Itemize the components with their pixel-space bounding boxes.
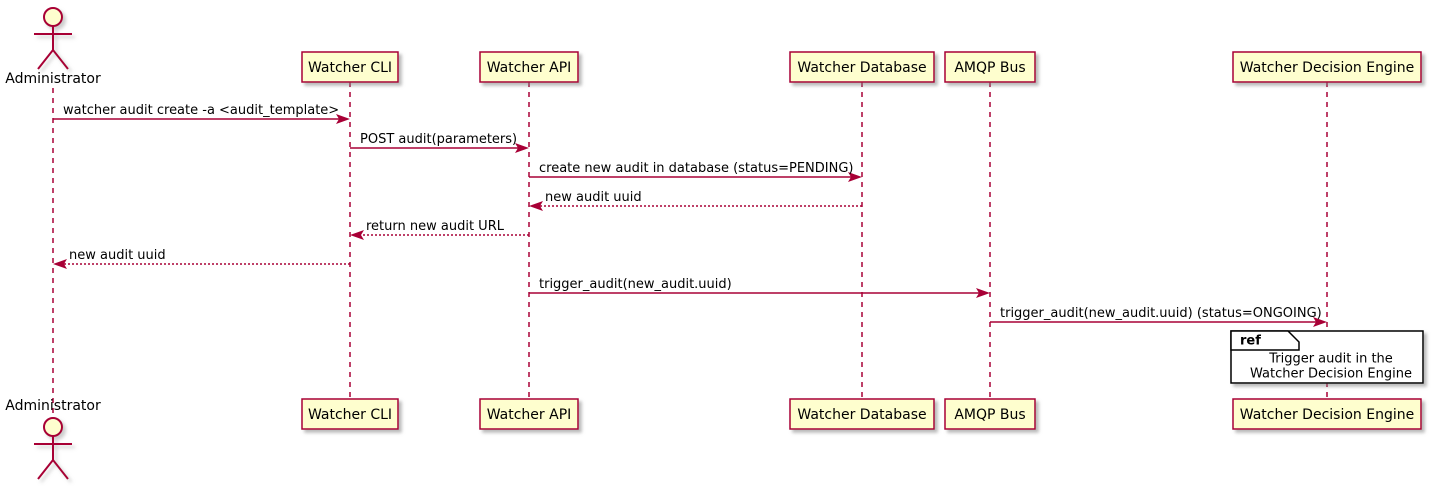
participant-box-rect [301, 398, 399, 430]
message-4-arrowhead [529, 201, 543, 211]
message-5-label: return new audit URL [366, 219, 505, 234]
message-4-label: new audit uuid [545, 190, 642, 205]
message-6-arrowhead [53, 259, 67, 269]
participant-box-rect [479, 398, 579, 430]
participant-watcher-database-bottom[interactable]: Watcher Database [789, 398, 935, 430]
participant-label-watcher-decision-engine-bottom: Watcher Decision Engine [1240, 407, 1414, 423]
message-1-arrowhead [336, 114, 350, 124]
participant-watcher-database-top[interactable]: Watcher Database [789, 51, 935, 83]
message-7[interactable]: trigger_audit(new_audit.uuid) [529, 277, 990, 298]
participant-watcher-decision-engine-top[interactable]: Watcher Decision Engine [1232, 51, 1422, 83]
message-5[interactable]: return new audit URL [350, 219, 529, 240]
actor-left-leg-line [37, 459, 54, 480]
message-2-label: POST audit(parameters) [360, 132, 517, 147]
participant-label-amqp-bus-top: AMQP Bus [954, 60, 1025, 76]
message-5-arrowhead [350, 230, 364, 240]
participant-box-rect [789, 51, 935, 83]
message-3[interactable]: create new audit in database (status=PEN… [529, 161, 862, 182]
message-8-label: trigger_audit(new_audit.uuid) (status=ON… [1000, 306, 1322, 321]
actor-administrator-top[interactable] [34, 7, 72, 70]
actor-label-administrator-bottom: Administrator [5, 398, 101, 414]
ref-fragment-box [1230, 330, 1424, 384]
participant-label-watcher-database-top: Watcher Database [797, 60, 926, 76]
ref-fragment-line-1: Trigger audit in the [1268, 352, 1393, 367]
participant-box-rect [479, 51, 579, 83]
participant-watcher-cli-bottom[interactable]: Watcher CLI [301, 398, 399, 430]
actor-label-administrator-top: Administrator [5, 71, 101, 87]
message-8[interactable]: trigger_audit(new_audit.uuid) (status=ON… [990, 306, 1327, 327]
actor-head-icon [43, 7, 63, 27]
participant-box-rect [1232, 51, 1422, 83]
lifelines-group [52, 82, 1328, 428]
ref-fragment-line-2: Watcher Decision Engine [1250, 367, 1412, 382]
participant-amqp-bus-top[interactable]: AMQP Bus [944, 51, 1036, 83]
message-6[interactable]: new audit uuid [53, 248, 350, 269]
message-6-label: new audit uuid [69, 248, 166, 263]
message-7-label: trigger_audit(new_audit.uuid) [539, 277, 732, 292]
participant-label-watcher-cli-top: Watcher CLI [308, 60, 392, 76]
participant-box-rect [1232, 398, 1422, 430]
participant-box-rect [301, 51, 399, 83]
participant-label-amqp-bus-bottom: AMQP Bus [954, 407, 1025, 423]
participant-label-watcher-database-bottom: Watcher Database [797, 407, 926, 423]
message-7-arrowhead [976, 288, 990, 298]
participant-box-rect [944, 51, 1036, 83]
message-1[interactable]: watcher audit create -a <audit_template> [53, 103, 350, 124]
message-2-arrowhead [515, 143, 529, 153]
message-8-arrowhead [1313, 317, 1327, 327]
participant-box-rect [789, 398, 935, 430]
ref-fragment[interactable]: ref Trigger audit in the Watcher Decisio… [1230, 330, 1424, 384]
message-3-label: create new audit in database (status=PEN… [539, 161, 854, 176]
ref-fragment-tab [1230, 330, 1300, 351]
participant-label-watcher-api-top: Watcher API [487, 60, 572, 76]
message-2[interactable]: POST audit(parameters) [350, 132, 529, 153]
actor-right-leg-line [52, 49, 69, 70]
actor-head-icon [43, 417, 63, 437]
actor-right-leg-line [52, 459, 69, 480]
participant-amqp-bus-bottom[interactable]: AMQP Bus [944, 398, 1036, 430]
ref-fragment-tab-label: ref [1240, 334, 1261, 349]
message-4[interactable]: new audit uuid [529, 190, 862, 211]
participant-label-watcher-api-bottom: Watcher API [487, 407, 572, 423]
actor-administrator-bottom[interactable] [34, 417, 72, 480]
participant-box-rect [944, 398, 1036, 430]
actor-left-leg-line [37, 49, 54, 70]
message-3-arrowhead [848, 172, 862, 182]
participant-label-watcher-decision-engine-top: Watcher Decision Engine [1240, 60, 1414, 76]
participant-watcher-cli-top[interactable]: Watcher CLI [301, 51, 399, 83]
participant-watcher-decision-engine-bottom[interactable]: Watcher Decision Engine [1232, 398, 1422, 430]
participant-watcher-api-top[interactable]: Watcher API [479, 51, 579, 83]
participant-watcher-api-bottom[interactable]: Watcher API [479, 398, 579, 430]
participant-label-watcher-cli-bottom: Watcher CLI [308, 407, 392, 423]
message-1-label: watcher audit create -a <audit_template> [63, 103, 339, 118]
